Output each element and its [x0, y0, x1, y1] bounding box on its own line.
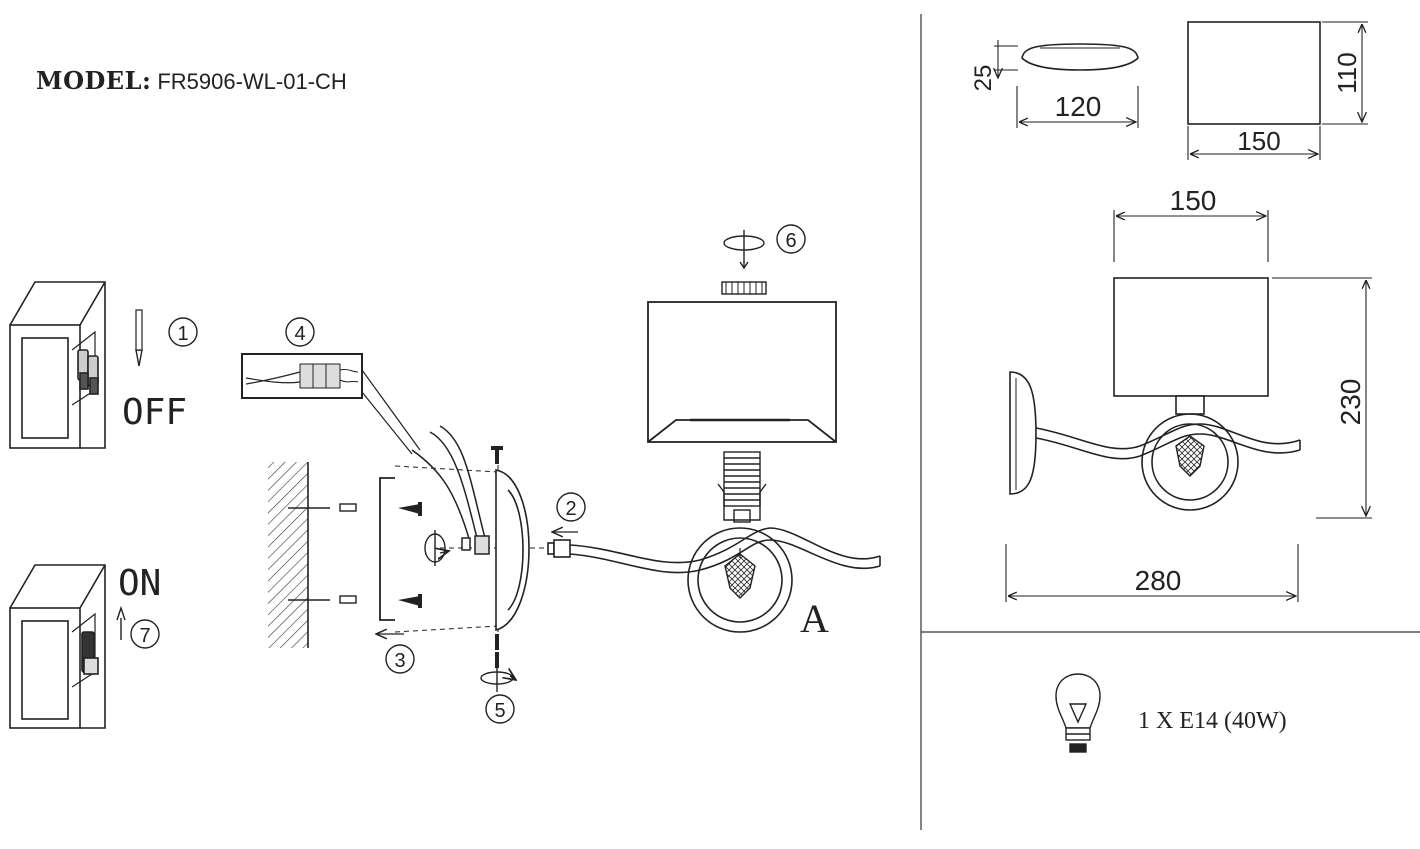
wall-section: [268, 462, 309, 648]
canopy-profile: [1021, 43, 1139, 71]
mounting-screws: [398, 502, 422, 608]
switch-on-icon: [9, 564, 106, 729]
step-6-label: 6: [785, 230, 796, 252]
top-screw: [491, 446, 503, 464]
step-1-marker: 1: [168, 317, 198, 347]
shade-height-value: 110: [1332, 52, 1362, 93]
step-5-label: 5: [494, 700, 505, 722]
bulb-spec: 1 X E14 (40W): [1138, 708, 1287, 734]
lamp-arm: [547, 527, 881, 633]
step-3-marker: 3: [385, 644, 415, 674]
crystal-pendant-side-icon: [1175, 435, 1205, 477]
shade-height-dimension: [1322, 21, 1368, 125]
step-2-label: 2: [565, 498, 576, 520]
mounting-bracket: [379, 477, 395, 621]
shade-front-view: [1187, 21, 1321, 125]
bottom-screw: [495, 634, 499, 650]
switch-off-icon: [9, 281, 106, 449]
terminal-block-callout: [241, 353, 421, 455]
step-5-marker: 5: [485, 694, 515, 724]
view-letter: A: [800, 596, 829, 641]
wall-canopy: [495, 469, 530, 632]
projection-dimension: [1005, 544, 1299, 602]
total-height-value: 230: [1335, 379, 1366, 426]
step-3-label: 3: [394, 650, 405, 672]
crystal-pendant-icon: [724, 553, 756, 599]
step-7-label: 7: [139, 625, 150, 647]
lamp-shade: [647, 301, 837, 443]
step-7-marker: 7: [130, 619, 160, 649]
model-title: MODEL: FR5906-WL-01-CH: [36, 66, 347, 95]
front-width-value: 150: [1170, 185, 1217, 216]
canopy-height-value: 25: [970, 65, 997, 92]
lamp-side-view: [1009, 277, 1301, 511]
canopy-diameter-value: 120: [1055, 91, 1102, 122]
rotate-screw-icon: [424, 530, 449, 566]
shade-width-value: 150: [1237, 126, 1280, 156]
shade-width-dimension: [1187, 126, 1321, 160]
projection-value: 280: [1135, 565, 1182, 596]
step-6-rotate-icon: [723, 230, 765, 270]
step-1-label: 1: [177, 323, 188, 345]
arrow-down-icon: [135, 309, 143, 367]
step-2-marker: 2: [556, 492, 586, 522]
step-5-rotate-icon: [480, 652, 516, 692]
canopy-height-dimension: [994, 40, 1018, 78]
shade-ring-nut: [721, 281, 767, 295]
step-4-label: 4: [294, 323, 305, 345]
model-number: FR5906-WL-01-CH: [157, 69, 347, 94]
wires: [411, 425, 490, 555]
front-width-dimension: [1113, 210, 1269, 262]
total-height-dimension: [1272, 277, 1372, 519]
arrow-up-icon: [116, 605, 126, 640]
switch-off-label: OFF: [122, 392, 187, 433]
wall-plugs: [288, 503, 357, 604]
step-6-marker: 6: [776, 224, 806, 254]
model-label: MODEL:: [36, 66, 152, 95]
switch-on-label: ON: [118, 563, 161, 604]
light-bulb-icon: [1055, 673, 1101, 753]
bulb-socket: [717, 451, 767, 523]
step-4-marker: 4: [285, 317, 315, 347]
canopy-diameter-dimension: [1016, 86, 1139, 128]
